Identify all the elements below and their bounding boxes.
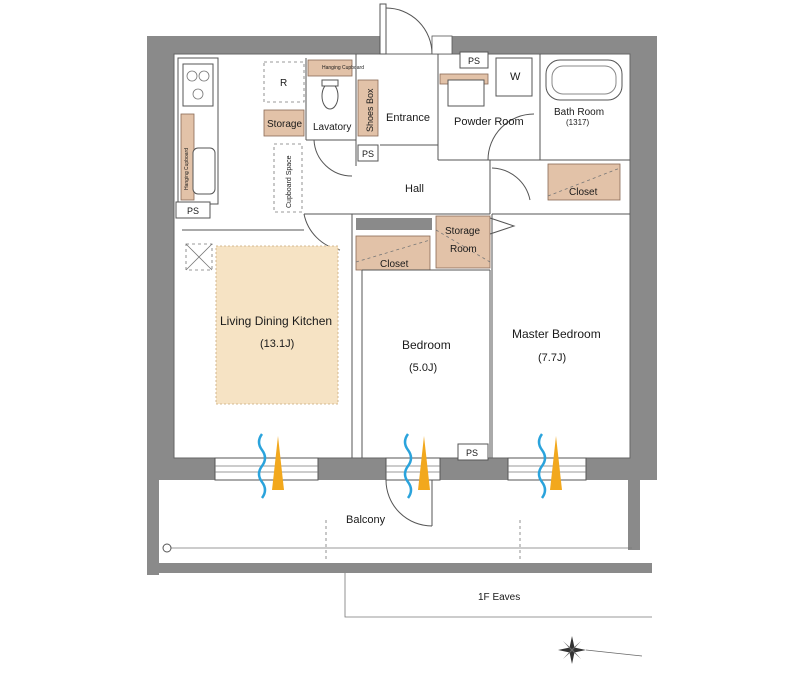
storage-small-label: Storage — [267, 119, 302, 130]
cupboard-space-label: Cupboard Space — [286, 155, 293, 208]
windows — [214, 457, 587, 481]
storage-small — [263, 109, 305, 137]
bath-room — [539, 54, 630, 161]
storage-room — [435, 215, 491, 269]
entrance-door — [379, 3, 453, 55]
refrigerator-space — [263, 61, 305, 103]
partition — [356, 218, 432, 230]
master-bedroom-label: Master Bedroom — [512, 327, 601, 341]
sink-icon — [192, 147, 216, 195]
washer-icon — [495, 57, 533, 97]
washer-label: W — [510, 71, 521, 83]
compass-icon — [558, 636, 643, 664]
airflow-icon — [257, 433, 547, 499]
closet-bedroom — [355, 235, 431, 271]
ldk-size: (13.1J) — [260, 338, 294, 350]
exterior-walls — [147, 36, 657, 575]
powder-room-label: Powder Room — [454, 116, 524, 128]
bedroom-size: (5.0J) — [409, 362, 437, 374]
master-bedroom-size: (7.7J) — [538, 352, 566, 364]
lavatory-hanging-cupboard-label: Hanging Cupboard — [322, 65, 364, 71]
cupboard-space — [273, 143, 303, 213]
refrigerator-label: R — [280, 78, 287, 89]
duct-box — [185, 243, 213, 271]
kitchen-hanging-cupboard-label: Hanging Cupboard — [184, 148, 190, 190]
ps-label-powder: PS — [468, 56, 480, 66]
powder-room — [437, 54, 540, 161]
ps-label-entrance: PS — [362, 149, 374, 159]
bath-room-label: Bath Room — [554, 107, 604, 118]
balcony-label: Balcony — [346, 514, 386, 526]
ps-label-bedroom: PS — [466, 448, 478, 458]
toilet-icon — [321, 82, 339, 110]
stove-icon — [182, 63, 214, 107]
eaves-label: 1F Eaves — [478, 592, 520, 603]
bedroom-label: Bedroom — [402, 338, 451, 352]
ldk-label: Living Dining Kitchen — [220, 314, 332, 328]
storage-room-label-2: Room — [450, 244, 477, 255]
ps-boxes: PS PS PS PS — [175, 51, 489, 461]
lavatory-label: Lavatory — [313, 122, 351, 133]
entrance-label: Entrance — [386, 112, 430, 124]
storage-room-label-1: Storage — [445, 226, 480, 237]
kitchen-counter — [177, 57, 219, 205]
ps-label-kitchen: PS — [187, 206, 199, 216]
sunlight-icon — [272, 436, 562, 490]
bath-room-size: (1317) — [566, 118, 589, 127]
shoes-box-label: Shoes Box — [365, 88, 375, 132]
lavatory — [305, 58, 356, 177]
ldk-area — [215, 245, 339, 405]
shoes-box — [357, 79, 379, 137]
closet-bedroom-label: Closet — [380, 259, 409, 270]
closet-master-label: Closet — [569, 187, 598, 198]
hall-label: Hall — [405, 183, 424, 195]
